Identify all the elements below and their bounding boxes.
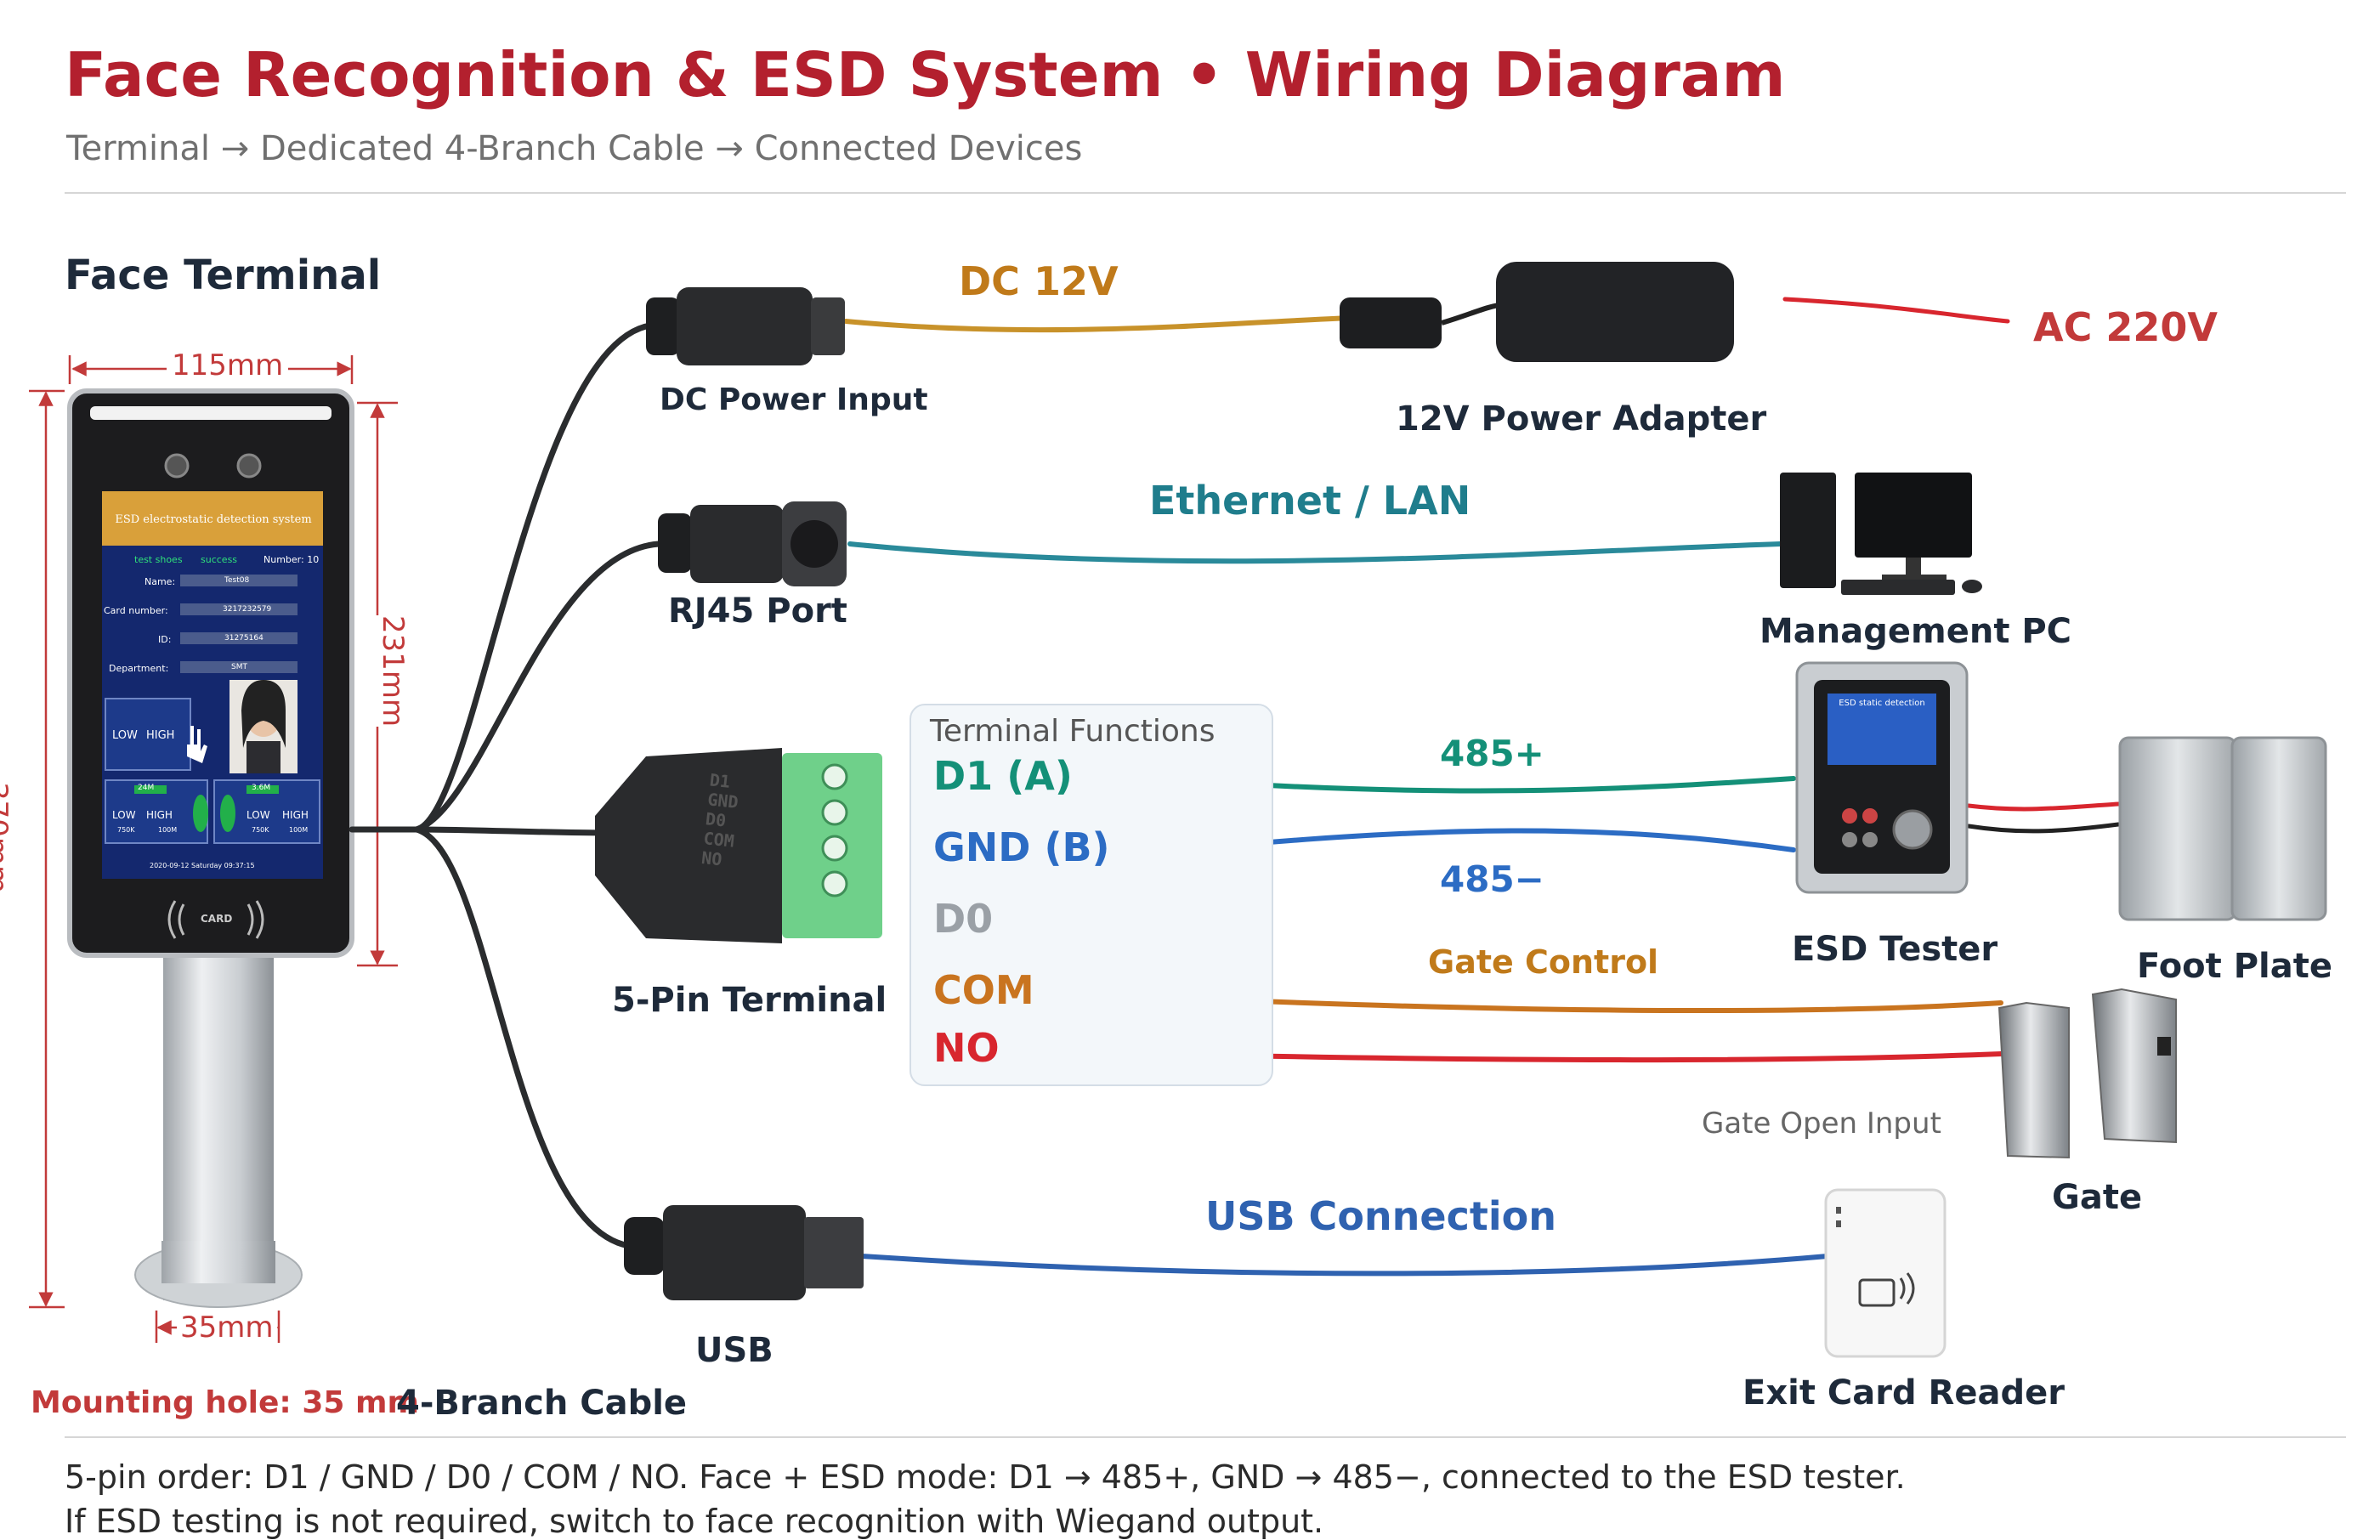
dc-12v-label: DC 12V	[959, 258, 1119, 304]
gate-control-label: Gate Control	[1428, 943, 1659, 981]
screen-hand-high: HIGH	[146, 729, 175, 742]
screen-field-value: 3217232579	[223, 605, 272, 614]
function-no: NO	[933, 1025, 1000, 1071]
branch-cable-label: 4-Branch Cable	[396, 1384, 688, 1423]
card-reader-label: Exit Card Reader	[1742, 1373, 2065, 1413]
usb-connector	[624, 1205, 864, 1300]
screen-field-label: Department:	[109, 663, 169, 674]
power-adapter-icon	[1340, 262, 1734, 362]
screen-status-3: Number: 10	[264, 554, 320, 565]
screen-field-value: SMT	[231, 663, 247, 671]
dc-power-input-label: DC Power Input	[660, 382, 928, 417]
card-reader-icon	[1824, 1188, 1946, 1358]
page-title: Face Recognition & ESD System • Wiring D…	[65, 39, 1786, 110]
signal-wires	[843, 297, 2121, 1277]
function-gnd: GND (B)	[933, 824, 1110, 870]
screen-field-value: Test08	[224, 576, 250, 585]
pin-mark: NO	[700, 846, 723, 870]
usb-connection-label: USB Connection	[1205, 1193, 1556, 1239]
screen-status-2: success	[201, 554, 238, 565]
screen-foot-left-low: LOW	[112, 809, 136, 821]
function-d1: D1 (A)	[933, 753, 1073, 799]
ethernet-label: Ethernet / LAN	[1149, 478, 1471, 524]
screen-foot-right-high: HIGH	[282, 809, 309, 821]
branch-cable	[348, 323, 662, 1249]
five-pin-connector	[595, 748, 882, 943]
ac-220v-label: AC 220V	[2033, 304, 2218, 350]
screen-foot-left-min: 750K	[117, 826, 135, 834]
dimension-height-total-label: 370mm	[0, 782, 14, 894]
screen-banner: ESD electrostatic detection system	[115, 513, 312, 526]
screen-field-label: Card number:	[104, 605, 168, 616]
footer-note-2: If ESD testing is not required, switch t…	[65, 1503, 1324, 1540]
screen-foot-right-min: 750K	[252, 826, 269, 834]
five-pin-label: 5-Pin Terminal	[612, 981, 887, 1020]
rj45-connector	[658, 501, 847, 586]
usb-label: USB	[695, 1331, 774, 1370]
terminal-body	[67, 388, 354, 958]
screen-field-label: Name:	[144, 576, 176, 587]
function-d0: D0	[933, 896, 994, 942]
terminal-functions-title: Terminal Functions	[930, 714, 1216, 749]
function-com: COM	[933, 967, 1034, 1013]
gate-label: Gate	[2052, 1178, 2143, 1217]
wire-gnd	[1181, 828, 1796, 852]
dimension-width-label: 115mm	[167, 348, 289, 382]
rs485-minus-label: 485−	[1440, 858, 1544, 900]
mounting-hole-note: Mounting hole: 35 mm	[31, 1385, 419, 1420]
foot-plate-icon	[2118, 736, 2327, 921]
screen-foot-right-low: LOW	[246, 809, 270, 821]
wire-ac	[1782, 297, 2010, 324]
screen-foot-right-max: 100M	[289, 826, 309, 834]
esd-tester-label: ESD Tester	[1792, 930, 1998, 969]
wire-ethernet	[847, 541, 1782, 564]
page-subtitle: Terminal → Dedicated 4-Branch Cable → Co…	[66, 129, 1083, 168]
screen-foot-right-value: 3.6M	[252, 784, 271, 792]
screen-field-label: ID:	[158, 634, 172, 645]
dc-power-jack	[646, 287, 845, 365]
screen-field-value: 31275164	[224, 634, 264, 643]
wire-plate-red	[1966, 801, 2121, 812]
wire-plate-black	[1966, 822, 2121, 834]
esd-tester-icon	[1795, 661, 1969, 894]
gate-open-input-label: Gate Open Input	[1702, 1107, 1941, 1141]
pc-icon	[1780, 473, 1982, 595]
screen-hand-low: LOW	[112, 729, 138, 742]
terminal-heading: Face Terminal	[65, 252, 382, 299]
screen-foot-left-max: 100M	[158, 826, 178, 834]
rj45-port-label: RJ45 Port	[668, 592, 847, 631]
screen-status-1: test shoes	[134, 554, 183, 565]
dimension-pole-label: 35mm	[177, 1311, 277, 1345]
screen-card-label: CARD	[201, 913, 233, 925]
footer-divider	[65, 1436, 2346, 1438]
rs485-plus-label: 485+	[1440, 733, 1544, 774]
wire-dc	[843, 315, 1354, 333]
esd-screen-text: ESD static detection	[1839, 699, 1925, 708]
power-adapter-label: 12V Power Adapter	[1396, 399, 1767, 439]
header-divider	[65, 192, 2346, 194]
dimension-height-screen-label: 231mm	[376, 615, 410, 728]
wire-usb	[859, 1254, 1830, 1277]
terminal-functions-panel	[910, 704, 1273, 1086]
screen-foot-left-value: 24M	[138, 784, 155, 792]
terminal-pole	[134, 952, 303, 1308]
screen-foot-left-high: HIGH	[146, 809, 173, 821]
management-pc-label: Management PC	[1760, 612, 2072, 651]
foot-plate-label: Foot Plate	[2137, 947, 2332, 986]
footer-note-1: 5-pin order: D1 / GND / D0 / COM / NO. F…	[65, 1458, 1906, 1496]
screen-datetime: 2020-09-12 Saturday 09:37:15	[150, 862, 255, 869]
gate-icon	[1998, 988, 2177, 1159]
